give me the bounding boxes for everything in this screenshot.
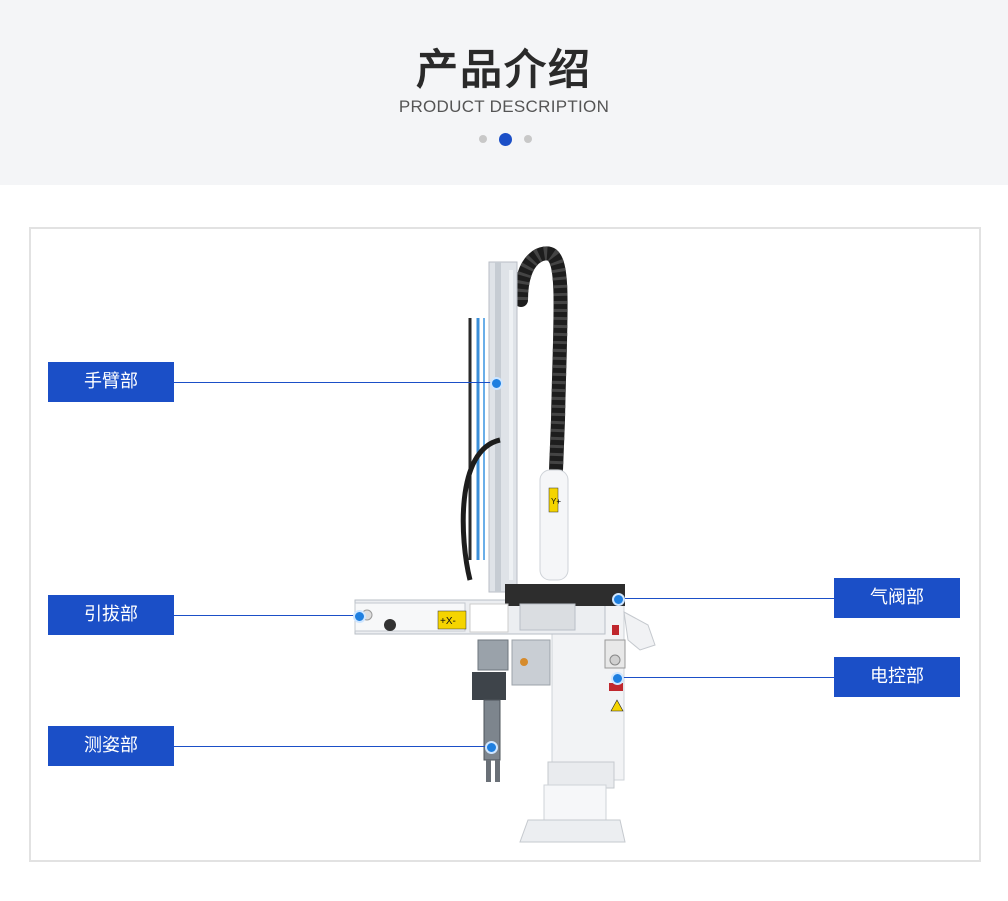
x-axis-marking: +X- (440, 616, 456, 627)
gripper-mount (477, 639, 509, 671)
pager-dot-1[interactable] (479, 135, 487, 143)
leader-pull (174, 615, 358, 616)
pin-posture (485, 741, 498, 754)
label-control[interactable]: 电控部 (834, 657, 960, 697)
leader-arm (174, 382, 495, 383)
pager-dot-2-active[interactable] (499, 133, 512, 146)
pager-dot-3[interactable] (524, 135, 532, 143)
label-valve[interactable]: 气阀部 (834, 578, 960, 618)
page-subtitle: PRODUCT DESCRIPTION (398, 97, 610, 116)
leader-valve (618, 598, 834, 599)
page-title: 产品介绍 (415, 45, 592, 94)
pin-valve (612, 593, 625, 606)
leader-posture (174, 746, 490, 747)
y-axis-marking: Y+ (551, 497, 561, 506)
base (547, 761, 615, 789)
pin-control (611, 672, 624, 685)
header-band: 产品介绍 PRODUCT DESCRIPTION (0, 0, 1008, 185)
leader-control (617, 677, 834, 678)
label-pull[interactable]: 引拔部 (48, 595, 174, 635)
label-posture[interactable]: 测姿部 (48, 726, 174, 766)
label-arm[interactable]: 手臂部 (48, 362, 174, 402)
pin-pull (353, 610, 366, 623)
cable-chain-links (514, 246, 568, 471)
pin-arm (490, 377, 503, 390)
